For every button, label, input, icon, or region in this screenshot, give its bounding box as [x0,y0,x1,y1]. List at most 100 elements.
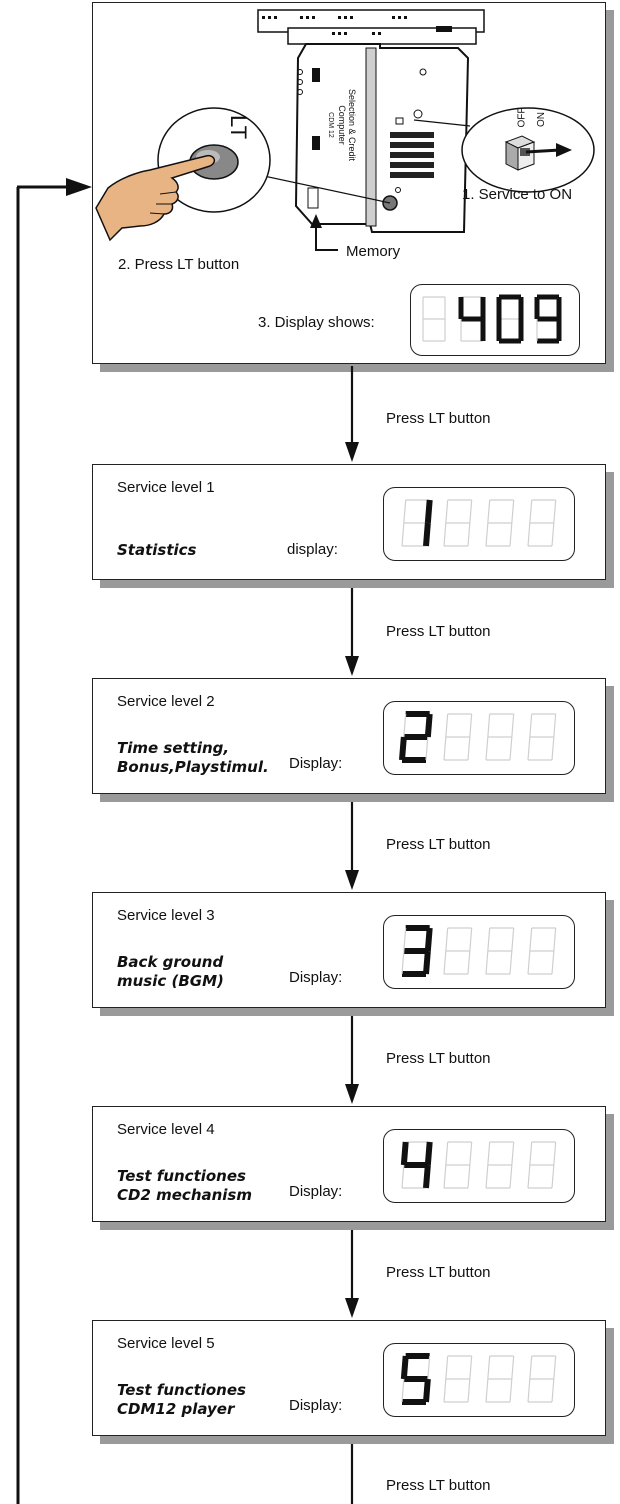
segment-e [443,1164,447,1189]
arrow-label: Press LT button [386,1477,491,1494]
arrow-label: Press LT button [386,410,491,427]
lt-label: LT [226,114,252,140]
segment-f [403,499,407,524]
segment-c [467,736,471,761]
segment-c [509,950,513,975]
segment-f [487,1355,491,1380]
service-level-description: Time setting,Bonus,Playstimul. [117,739,269,776]
display-label: Display: [289,755,343,772]
controller-board [257,9,485,233]
intro-display [410,284,580,356]
segment-f [403,927,407,952]
segment-f [445,713,449,738]
switch-on-label: ON [536,112,547,127]
display-digit [401,499,433,547]
segment-e [401,522,405,547]
segment-b [553,499,557,524]
display-digit [399,711,433,763]
segment-b [469,1141,473,1166]
segment-c [467,522,471,547]
power-switch-icon [504,135,572,171]
segment-e [485,1164,489,1189]
segment-b [511,713,515,738]
arrow-label: Press LT button [386,1050,491,1067]
segment-f [445,1355,449,1380]
board-title: Selection & Credit Computer [337,88,357,162]
segment-f [529,1355,533,1380]
segment-b [424,1141,433,1166]
segment-e [527,1378,531,1403]
segment-c [551,950,555,975]
segment-e [485,736,489,761]
segment-e [527,522,531,547]
segment-c [467,950,471,975]
display-digit [400,1353,431,1405]
segment-f [403,713,407,738]
display-label: display: [287,541,338,558]
segment-e [527,1164,531,1189]
arrow-label: Press LT button [386,623,491,640]
segment-b [427,1355,431,1380]
segment-f [487,713,491,738]
segment-e [401,950,405,975]
segment-e [527,950,531,975]
segment-b [469,499,473,524]
level-display [383,1343,575,1417]
segment-c [551,1164,555,1189]
display-label: Display: [289,1183,343,1200]
display-label: Display: [289,969,343,986]
segment-c [551,522,555,547]
display-digit-blank [443,1141,473,1189]
segment-f [400,1355,409,1380]
segment-f [445,1141,449,1166]
service-level-description: Statistics [117,541,197,559]
segment-c [551,736,555,761]
segment-c [423,1378,431,1403]
display-digit [400,1141,433,1189]
segment-b [553,927,557,952]
level-display [383,487,575,561]
segment-b [553,713,557,738]
level-display-digits [400,1353,557,1405]
segment-e [443,1378,447,1403]
display-digit [496,294,524,344]
segment-b [511,927,515,952]
segment-c [423,522,431,547]
segment-c [423,950,431,975]
display-digit-blank [443,1355,473,1403]
segment-e [443,950,447,975]
segment-b [511,1141,515,1166]
service-level-box: Service level 2 Time setting,Bonus,Playst… [92,678,606,794]
display-digit-blank [527,713,557,761]
display-digit-blank [485,713,515,761]
segment-b [469,713,473,738]
segment-f [529,927,533,952]
level-display-digits [400,1141,557,1189]
display-digit-blank [527,927,557,975]
step1-label: 1. Service to ON [462,186,573,203]
arrow-label: Press LT button [386,1264,491,1281]
level-display-digits [401,499,557,547]
service-level-title: Service level 5 [117,1335,215,1352]
display-digit [458,296,486,342]
segment-b [424,713,433,738]
segment-c [509,736,513,761]
segment-f [529,499,533,524]
service-level-title: Service level 4 [117,1121,215,1138]
segment-e [485,1378,489,1403]
segment-e [399,736,407,761]
segment-c [425,736,429,761]
display-digit-blank [485,927,515,975]
display-digit [534,294,562,344]
segment-f [400,1141,409,1166]
switch-off-label: OFF [516,107,528,128]
hand-icon [95,154,216,242]
display-digit-blank [443,713,473,761]
service-level-title: Service level 2 [117,693,215,710]
level-display-digits [401,925,557,977]
